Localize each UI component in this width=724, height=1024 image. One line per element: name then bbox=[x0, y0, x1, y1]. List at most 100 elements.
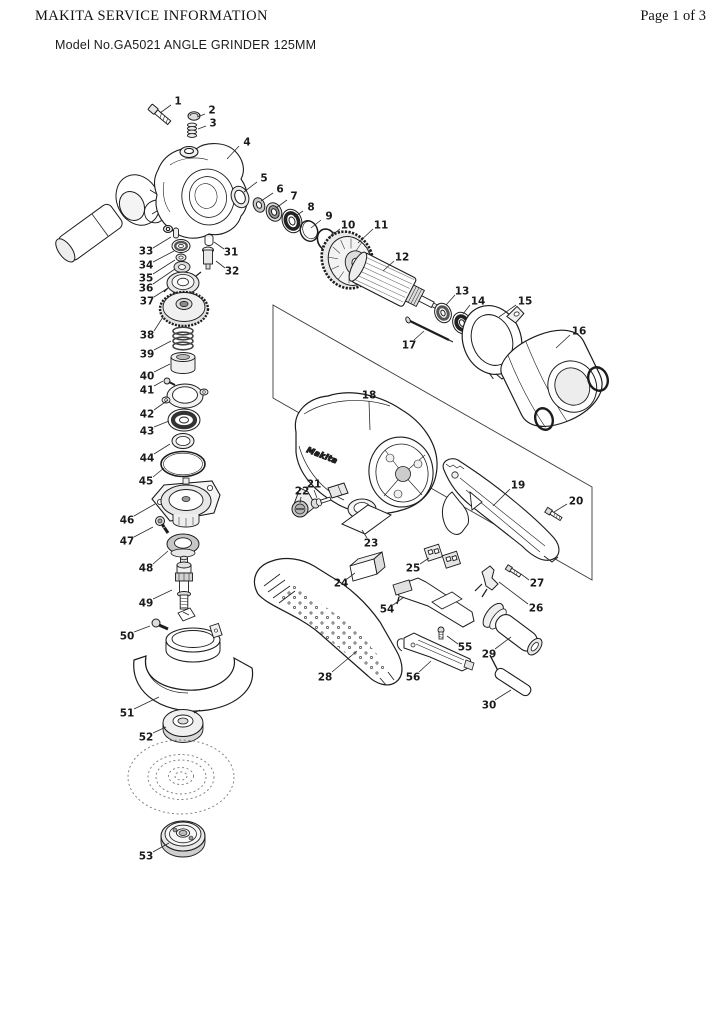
part-label-41: 41 bbox=[140, 385, 155, 397]
leader-line-12 bbox=[382, 260, 395, 272]
part-1-art bbox=[147, 103, 172, 126]
part-label-10: 10 bbox=[341, 220, 356, 232]
leader-line-10 bbox=[327, 228, 341, 239]
part-label-49: 49 bbox=[139, 598, 154, 610]
leader-line-44 bbox=[153, 443, 171, 455]
leader-line-31 bbox=[213, 241, 225, 250]
part-label-39: 39 bbox=[140, 349, 155, 361]
part-41-art bbox=[163, 377, 176, 386]
leader-line-52 bbox=[152, 726, 167, 734]
leader-line-20 bbox=[553, 503, 568, 513]
part-label-36: 36 bbox=[139, 283, 154, 295]
part-label-29: 29 bbox=[482, 649, 497, 661]
leader-line-4 bbox=[226, 145, 240, 160]
leader-line-14 bbox=[462, 304, 471, 315]
part-44-art bbox=[171, 433, 195, 449]
part-label-55: 55 bbox=[458, 642, 473, 654]
part-24-art bbox=[349, 551, 386, 582]
part-label-3: 3 bbox=[209, 118, 216, 130]
part-label-31: 31 bbox=[224, 247, 239, 259]
part-label-48: 48 bbox=[139, 563, 154, 575]
leader-line-30 bbox=[494, 689, 512, 701]
part-17-art bbox=[405, 316, 454, 343]
leader-line-35 bbox=[152, 259, 176, 275]
part-35-art bbox=[175, 253, 187, 262]
part-label-46: 46 bbox=[120, 515, 135, 527]
part-6-art bbox=[252, 197, 266, 213]
model-subtitle: Model No.GA5021 ANGLE GRINDER 125MM bbox=[55, 38, 317, 52]
part-label-40: 40 bbox=[140, 371, 155, 383]
part-label-43: 43 bbox=[140, 426, 155, 438]
part-16-art bbox=[500, 329, 610, 431]
part-label-53: 53 bbox=[139, 851, 154, 863]
part-label-6: 6 bbox=[276, 184, 283, 196]
part-43-art bbox=[167, 408, 201, 432]
leader-line-38 bbox=[153, 316, 164, 332]
leader-line-5 bbox=[243, 181, 258, 193]
part-34-art bbox=[171, 239, 191, 253]
part-label-28: 28 bbox=[318, 672, 333, 684]
part-3-art bbox=[186, 122, 198, 138]
leader-line-25 bbox=[419, 557, 430, 565]
leader-line-51 bbox=[133, 696, 160, 710]
part-label-30: 30 bbox=[482, 700, 497, 712]
leader-line-1 bbox=[159, 104, 172, 114]
part-label-42: 42 bbox=[140, 409, 155, 421]
leader-line-50 bbox=[133, 625, 151, 633]
leader-line-29 bbox=[494, 636, 512, 650]
leader-line-6 bbox=[260, 192, 274, 202]
part-51-art bbox=[133, 622, 254, 712]
part-label-45: 45 bbox=[139, 476, 154, 488]
part-label-4: 4 bbox=[243, 137, 250, 149]
leader-line-42 bbox=[153, 399, 169, 411]
leader-line-43 bbox=[153, 420, 170, 428]
leader-line-18 bbox=[368, 400, 371, 431]
part-label-2: 2 bbox=[208, 105, 215, 117]
part-label-37: 37 bbox=[140, 296, 155, 308]
part-label-32: 32 bbox=[225, 266, 240, 278]
page-title: MAKITA SERVICE INFORMATION bbox=[35, 8, 268, 24]
part-label-16: 16 bbox=[572, 326, 587, 338]
part-label-15: 15 bbox=[518, 296, 533, 308]
part-55-art bbox=[437, 626, 445, 640]
part-label-17: 17 bbox=[402, 340, 417, 352]
part-2-art bbox=[187, 111, 201, 121]
leader-line-33 bbox=[152, 236, 172, 249]
leader-line-32 bbox=[215, 260, 226, 269]
part-label-27: 27 bbox=[530, 578, 545, 590]
part-53-art bbox=[160, 820, 206, 858]
part-32-art bbox=[202, 246, 214, 270]
leader-line-28 bbox=[331, 650, 358, 673]
part-label-23: 23 bbox=[364, 538, 379, 550]
part-label-35: 35 bbox=[139, 273, 154, 285]
part-23-art bbox=[341, 504, 392, 535]
leader-line-22 bbox=[299, 496, 302, 504]
leader-line-36 bbox=[152, 268, 176, 285]
part-29-art bbox=[482, 602, 543, 656]
part-label-26: 26 bbox=[529, 603, 544, 615]
leader-line-16 bbox=[555, 334, 571, 349]
leader-line-37 bbox=[153, 287, 169, 298]
part-28-art bbox=[253, 557, 403, 686]
part-50-art bbox=[151, 607, 196, 631]
part-label-13: 13 bbox=[455, 286, 470, 298]
leader-line-13 bbox=[445, 294, 456, 306]
leader-line-39 bbox=[153, 340, 172, 351]
part-30-art bbox=[489, 654, 532, 697]
part-27-art bbox=[504, 564, 522, 578]
part-label-38: 38 bbox=[140, 330, 155, 342]
leader-line-3 bbox=[197, 125, 207, 130]
leader-line-26 bbox=[498, 581, 529, 605]
part-label-11: 11 bbox=[374, 220, 389, 232]
part-12-art bbox=[348, 251, 439, 310]
leader-line-24 bbox=[346, 572, 356, 580]
assembly-boundary-outline bbox=[272, 304, 593, 581]
leader-line-23 bbox=[361, 529, 368, 539]
part-label-8: 8 bbox=[307, 202, 314, 214]
leader-line-2 bbox=[196, 113, 206, 118]
part-7-art bbox=[265, 202, 283, 222]
part-label-20: 20 bbox=[569, 496, 584, 508]
part-19-art bbox=[441, 458, 560, 563]
